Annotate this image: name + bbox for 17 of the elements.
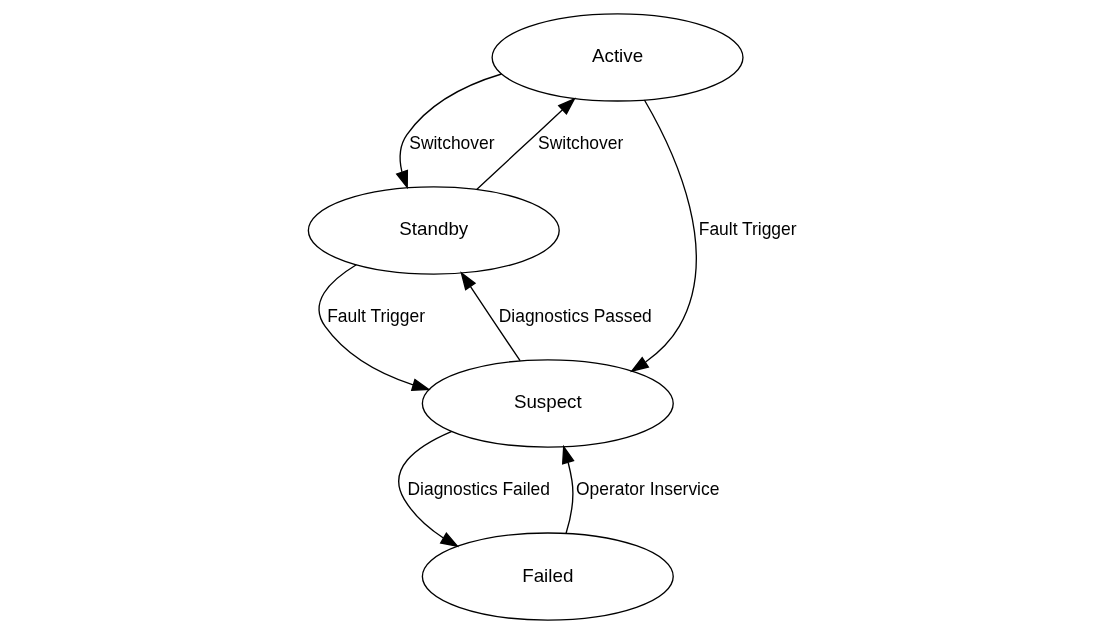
edge-label: Switchover (537, 132, 623, 153)
arrow (317, 264, 431, 392)
node-ellipse: Standby (307, 186, 560, 275)
node-ellipse: Suspect (421, 359, 674, 448)
arrow (629, 99, 697, 373)
arrow (395, 73, 502, 190)
edge-label: Diagnostics Failed (407, 478, 550, 499)
arrow (475, 97, 576, 191)
edge-label: Operator Inservice (575, 478, 719, 499)
edge-label: Fault Trigger (698, 219, 797, 240)
node-ellipse: Active (490, 13, 744, 102)
arrow (459, 271, 521, 362)
edge-label: Switchover (408, 132, 494, 153)
edge-label: Diagnostics Passed (498, 305, 652, 326)
arrow (561, 444, 575, 534)
edge-label: Fault Trigger (326, 305, 425, 326)
arrow (397, 430, 459, 548)
